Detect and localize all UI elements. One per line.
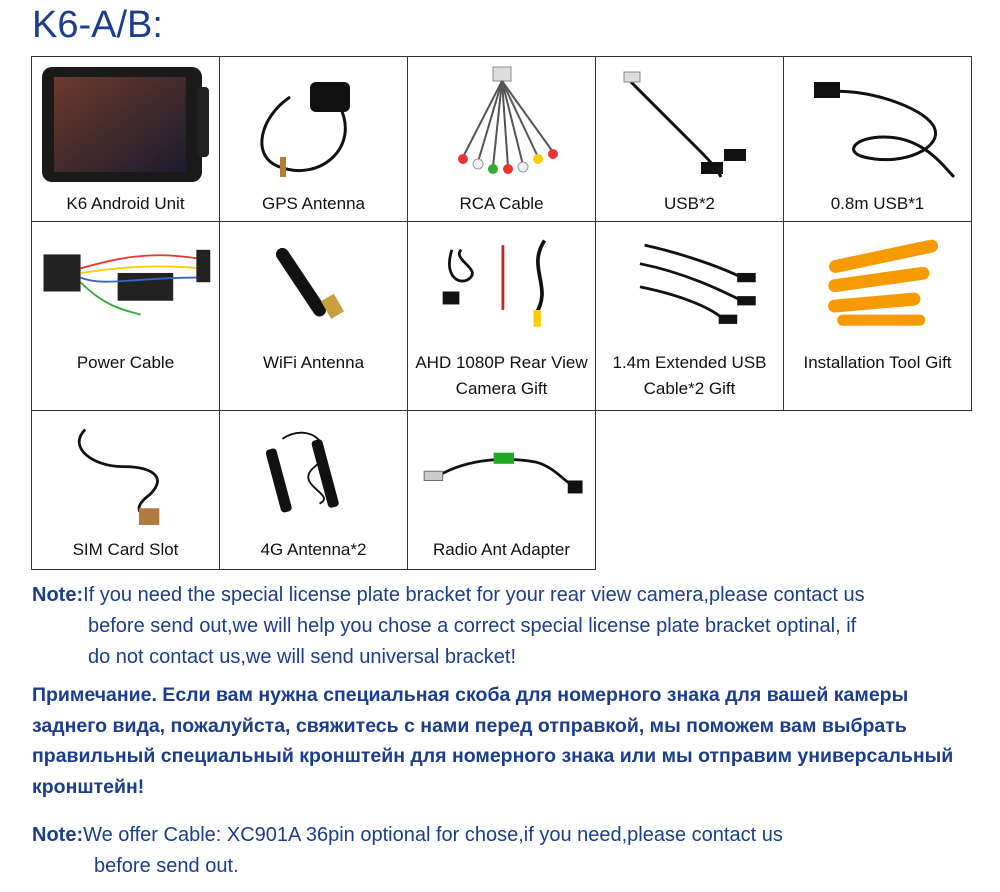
item-cell: RCA Cable <box>407 56 596 222</box>
android-unit-icon <box>42 67 209 182</box>
note-text: If you need the special license plate br… <box>83 584 865 606</box>
item-cell: SIM Card Slot <box>31 410 220 570</box>
pry-tools-icon <box>828 239 939 326</box>
note-russian: Примечание. Если вам нужна специальная с… <box>32 684 954 798</box>
item-label: 0.8m USB*1 <box>830 194 925 213</box>
page-title: K6-A/B: <box>32 4 163 46</box>
sim-slot-icon <box>77 428 160 525</box>
item-cell: Installation Tool Gift <box>783 221 972 411</box>
note-text: We offer Cable: XC901A 36pin optional fo… <box>83 824 783 846</box>
item-label: K6 Android Unit <box>66 194 185 213</box>
item-label: Radio Ant Adapter <box>432 540 571 559</box>
usb-extension-icon <box>639 243 756 324</box>
item-cell: K6 Android Unit <box>31 56 220 222</box>
note-text: do not contact us,we will send universal… <box>88 646 516 668</box>
item-label: WiFi Antenna <box>262 353 365 372</box>
item-label: Power Cable <box>76 353 175 372</box>
item-label: USB*2 <box>663 194 716 213</box>
gps-antenna-icon <box>260 82 350 177</box>
item-label: 1.4m Extended USB Cable*2 Gift <box>612 353 767 398</box>
4g-antenna-icon <box>265 431 339 513</box>
note-cable: Note:We offer Cable: XC901A 36pin option… <box>32 820 783 882</box>
item-cell: WiFi Antenna <box>219 221 408 411</box>
rca-cable-icon <box>458 66 558 174</box>
usb-cable-icon <box>623 71 746 178</box>
note-bracket: Note:If you need the special license pla… <box>32 580 865 673</box>
item-cell: 4G Antenna*2 <box>219 410 408 570</box>
item-cell: 0.8m USB*1 <box>783 56 972 222</box>
power-cable-icon <box>43 249 211 316</box>
item-cell: USB*2 <box>595 56 784 222</box>
item-label: AHD 1080P Rear View Camera Gift <box>415 353 588 398</box>
note-prefix: Note: <box>32 584 84 606</box>
item-cell: GPS Antenna <box>219 56 408 222</box>
item-cell: Power Cable <box>31 221 220 411</box>
usb-cable-icon <box>814 82 956 179</box>
item-cell: 1.4m Extended USB Cable*2 Gift <box>595 221 784 411</box>
radio-adapter-icon <box>423 452 583 494</box>
item-label: 4G Antenna*2 <box>260 540 367 559</box>
note-text: before send out. <box>94 855 239 877</box>
item-cell: AHD 1080P Rear View Camera Gift <box>407 221 596 411</box>
note-text: before send out,we will help you chose a… <box>88 615 857 637</box>
item-cell: Radio Ant Adapter <box>407 410 596 570</box>
item-label: SIM Card Slot <box>72 540 179 559</box>
item-label: GPS Antenna <box>261 194 366 213</box>
wifi-antenna-icon <box>275 247 345 319</box>
rear-camera-icon <box>442 239 547 327</box>
item-label: RCA Cable <box>459 194 544 213</box>
note-prefix: Note: <box>32 824 84 846</box>
item-label: Installation Tool Gift <box>803 353 952 372</box>
package-contents-grid: K6 Android Unit GPS Antenna <box>31 56 972 570</box>
